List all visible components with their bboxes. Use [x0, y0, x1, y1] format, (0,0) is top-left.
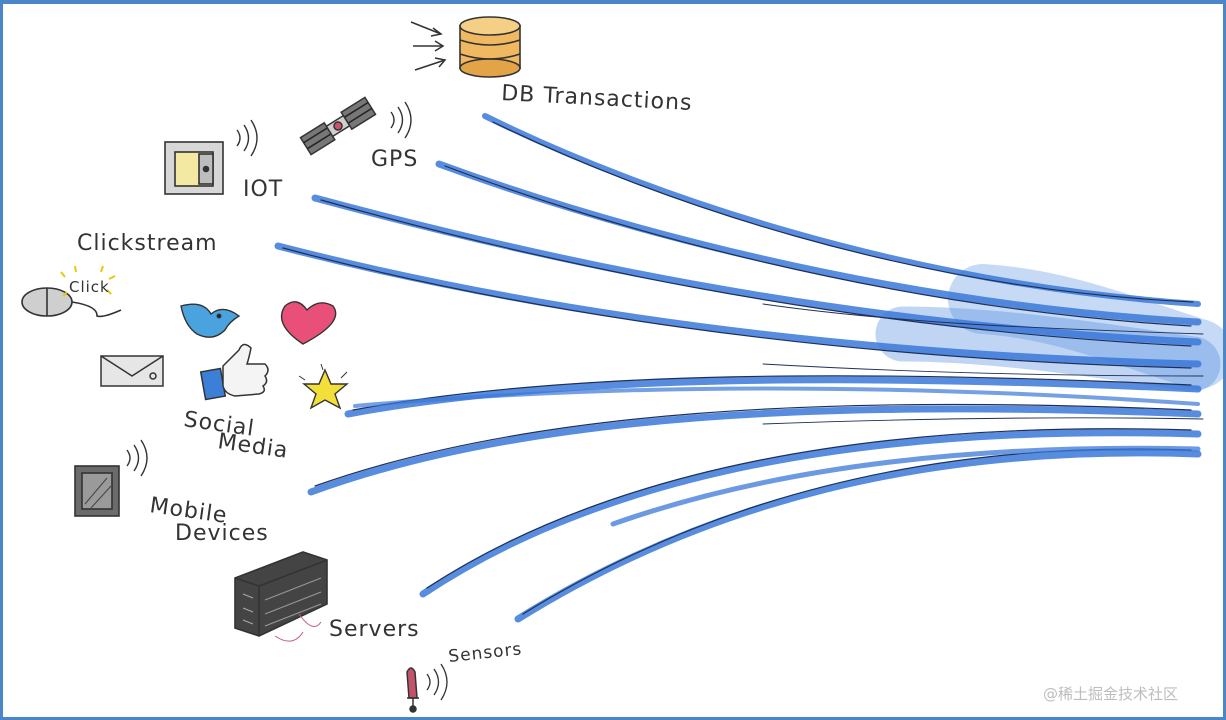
label-click: Click — [69, 278, 110, 296]
stream-hair-2 — [762, 363, 1204, 377]
stream-db-ink — [492, 121, 1194, 303]
sensor-icon — [406, 667, 419, 713]
stream-hair-1 — [762, 303, 1204, 335]
click-burst-icon — [60, 265, 116, 297]
thumbs-up-icon — [199, 343, 269, 401]
stream-social-2 — [353, 386, 1200, 408]
stream-clickstream-ink — [282, 247, 1192, 369]
stream-gps-ink — [444, 165, 1192, 327]
data-streams — [274, 113, 1223, 623]
label-devices: Devices — [175, 521, 269, 546]
label-gps: GPS — [371, 147, 418, 172]
stream-db — [482, 113, 1201, 307]
stream-low — [610, 445, 1201, 527]
stream-sensors — [514, 449, 1202, 623]
star-icon — [298, 363, 349, 410]
stream-social-ink — [352, 375, 1192, 411]
signal-waves-icon — [426, 663, 448, 701]
satellite-icon — [299, 96, 377, 156]
label-media: Media — [216, 429, 290, 464]
data-sources-diagram: DB Transactions GPS IOT Clickstream Clic… — [21, 16, 1223, 713]
safe-icon — [164, 141, 224, 195]
stream-gps — [435, 160, 1202, 326]
signal-waves-icon — [236, 119, 258, 157]
label-clickstream: Clickstream — [77, 231, 218, 256]
label-iot: IOT — [243, 177, 283, 202]
envelope-icon — [100, 355, 164, 387]
incoming-arrows-icon — [410, 21, 447, 71]
stream-mobile — [307, 405, 1202, 496]
stream-servers-ink — [426, 428, 1192, 589]
signal-waves-icon — [126, 439, 148, 477]
stream-clickstream — [274, 242, 1202, 368]
watermark: @稀土掘金技术社区 — [1043, 685, 1178, 703]
label-db-transactions: DB Transactions — [501, 81, 693, 116]
database-icon — [459, 16, 521, 78]
stream-iot — [311, 194, 1202, 346]
stream-sensors-ink — [522, 448, 1192, 615]
bird-icon — [180, 303, 241, 338]
stream-hair-3 — [762, 417, 1204, 425]
stream-servers — [419, 429, 1202, 598]
label-sensors: Sensors — [447, 639, 523, 667]
heart-icon — [280, 301, 337, 345]
label-servers: Servers — [329, 617, 420, 642]
tablet-icon — [74, 465, 120, 517]
server-rack-icon — [234, 551, 328, 642]
signal-waves-icon — [390, 101, 412, 139]
mouse-icon — [21, 287, 122, 318]
stream-mobile-ink — [314, 403, 1192, 487]
stream-iot-ink — [320, 199, 1192, 347]
